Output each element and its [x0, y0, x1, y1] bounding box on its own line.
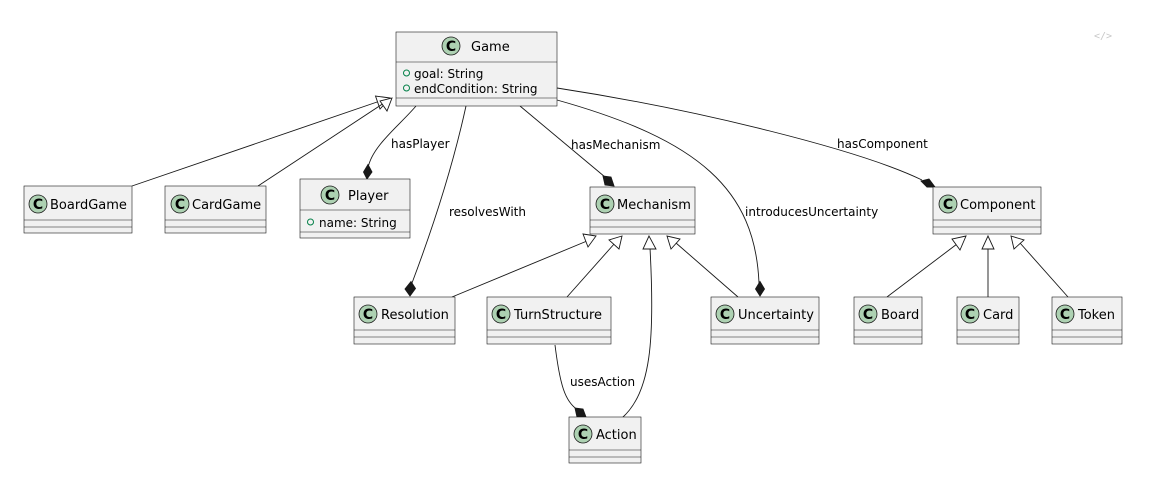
class-cardgame[interactable]: C CardGame: [164, 185, 267, 234]
composition-diamond: [920, 178, 936, 188]
public-visibility-icon: [403, 69, 410, 77]
class-name: Component: [960, 198, 1035, 213]
edge-label-introduces-uncertainty: introducesUncertainty: [745, 205, 878, 219]
class-name: Uncertainty: [738, 308, 814, 323]
class-name: TurnStructure: [513, 308, 602, 323]
composition-diamond: [362, 163, 373, 180]
class-turnstructure[interactable]: C TurnStructure: [486, 296, 612, 345]
class-attribute: name: String: [319, 216, 397, 230]
class-name: Resolution: [381, 308, 449, 323]
class-stereotype-letter: C: [325, 188, 335, 204]
class-stereotype-icon: [960, 304, 980, 324]
class-stereotype-letter: C: [943, 197, 953, 213]
edge-game-introduces-uncertainty: [556, 99, 760, 284]
public-visibility-icon: [307, 218, 314, 226]
class-name: Player: [348, 189, 389, 204]
edge-game-resolves-with: [411, 105, 467, 284]
class-stereotype-icon: [715, 304, 735, 324]
class-stereotype-icon: [595, 194, 615, 214]
class-stereotype-icon: [441, 36, 461, 56]
class-stereotype-icon: [170, 194, 190, 214]
class-stereotype-letter: C: [600, 197, 610, 213]
class-stereotype-letter: C: [363, 307, 373, 323]
class-component[interactable]: C Component: [932, 186, 1042, 235]
class-stereotype-letter: C: [446, 39, 456, 55]
class-stereotype-icon: [320, 185, 340, 205]
class-stereotype-letter: C: [863, 307, 873, 323]
edges: [131, 87, 1069, 419]
edge-turnstructure-extends-mechanism: [566, 242, 616, 298]
generalization-arrowhead: [608, 235, 623, 250]
composition-diamond: [754, 280, 766, 297]
edge-action-extends-mechanism: [621, 247, 653, 419]
class-stereotype-icon: [28, 194, 48, 214]
composition-diamond: [602, 175, 615, 187]
class-mechanism[interactable]: C Mechanism: [589, 186, 696, 235]
class-name: Board: [881, 308, 919, 323]
class-player[interactable]: C Player name: String: [299, 178, 411, 239]
public-visibility-icon: [403, 84, 410, 92]
class-stereotype-letter: C: [1060, 307, 1070, 323]
edge-game-has-component: [556, 87, 923, 181]
class-uncertainty[interactable]: C Uncertainty: [710, 296, 820, 345]
class-stereotype-icon: [491, 304, 511, 324]
edge-cardgame-extends-game: [257, 102, 385, 187]
composition-diamond: [404, 280, 417, 297]
generalization-arrowhead: [582, 233, 597, 248]
class-stereotype-icon: [573, 424, 593, 444]
class-stereotype-letter: C: [720, 307, 730, 323]
class-attribute: endCondition: String: [414, 82, 538, 96]
edge-token-extends-component: [1019, 242, 1069, 298]
class-token[interactable]: C Token: [1051, 296, 1123, 345]
generalization-arrowhead: [666, 235, 681, 250]
class-stereotype-icon: [358, 304, 378, 324]
class-card[interactable]: C Card: [956, 296, 1020, 345]
edge-resolution-extends-mechanism: [451, 240, 588, 298]
class-resolution[interactable]: C Resolution: [353, 296, 456, 345]
code-view-icon[interactable]: </>: [1094, 31, 1112, 42]
edge-uncertainty-extends-mechanism: [675, 242, 739, 298]
edge-game-has-mechanism: [519, 105, 606, 178]
class-attribute: goal: String: [414, 67, 483, 81]
class-stereotype-letter: C: [33, 197, 43, 213]
edge-label-has-mechanism: hasMechanism: [571, 138, 660, 152]
edge-game-has-player: [367, 105, 417, 169]
class-board[interactable]: C Board: [853, 296, 923, 345]
class-stereotype-letter: C: [496, 307, 506, 323]
class-name: Action: [596, 428, 637, 443]
class-name: CardGame: [192, 198, 261, 213]
class-stereotype-letter: C: [578, 427, 588, 443]
generalization-arrowhead: [981, 234, 995, 250]
generalization-arrowhead: [379, 97, 393, 112]
class-stereotype-letter: C: [175, 197, 185, 213]
generalization-arrowhead: [1010, 235, 1025, 250]
class-name: BoardGame: [50, 198, 127, 213]
class-action[interactable]: C Action: [568, 416, 642, 464]
edge-label-has-player: hasPlayer: [391, 137, 450, 151]
composition-diamond: [574, 407, 587, 418]
edge-board-extends-component: [886, 243, 958, 298]
class-stereotype-icon: [1055, 304, 1075, 324]
class-name: Game: [471, 40, 510, 55]
generalization-arrowhead: [951, 235, 967, 251]
edge-label-resolves-with: resolvesWith: [449, 205, 526, 219]
class-name: Card: [983, 308, 1013, 323]
class-game[interactable]: C Game goal: String endCondition: String: [395, 31, 558, 107]
edge-boardgame-extends-game: [131, 100, 381, 187]
edge-turnstructure-uses-action: [554, 344, 579, 411]
class-boardgame[interactable]: C BoardGame: [23, 185, 133, 234]
generalization-arrowhead: [642, 234, 657, 250]
class-name: Mechanism: [617, 198, 691, 213]
class-name: Token: [1077, 308, 1115, 323]
edge-label-has-component: hasComponent: [837, 137, 928, 151]
edge-label-uses-action: usesAction: [570, 375, 635, 389]
class-stereotype-icon: [858, 304, 878, 324]
class-stereotype-letter: C: [965, 307, 975, 323]
class-stereotype-icon: [938, 194, 958, 214]
